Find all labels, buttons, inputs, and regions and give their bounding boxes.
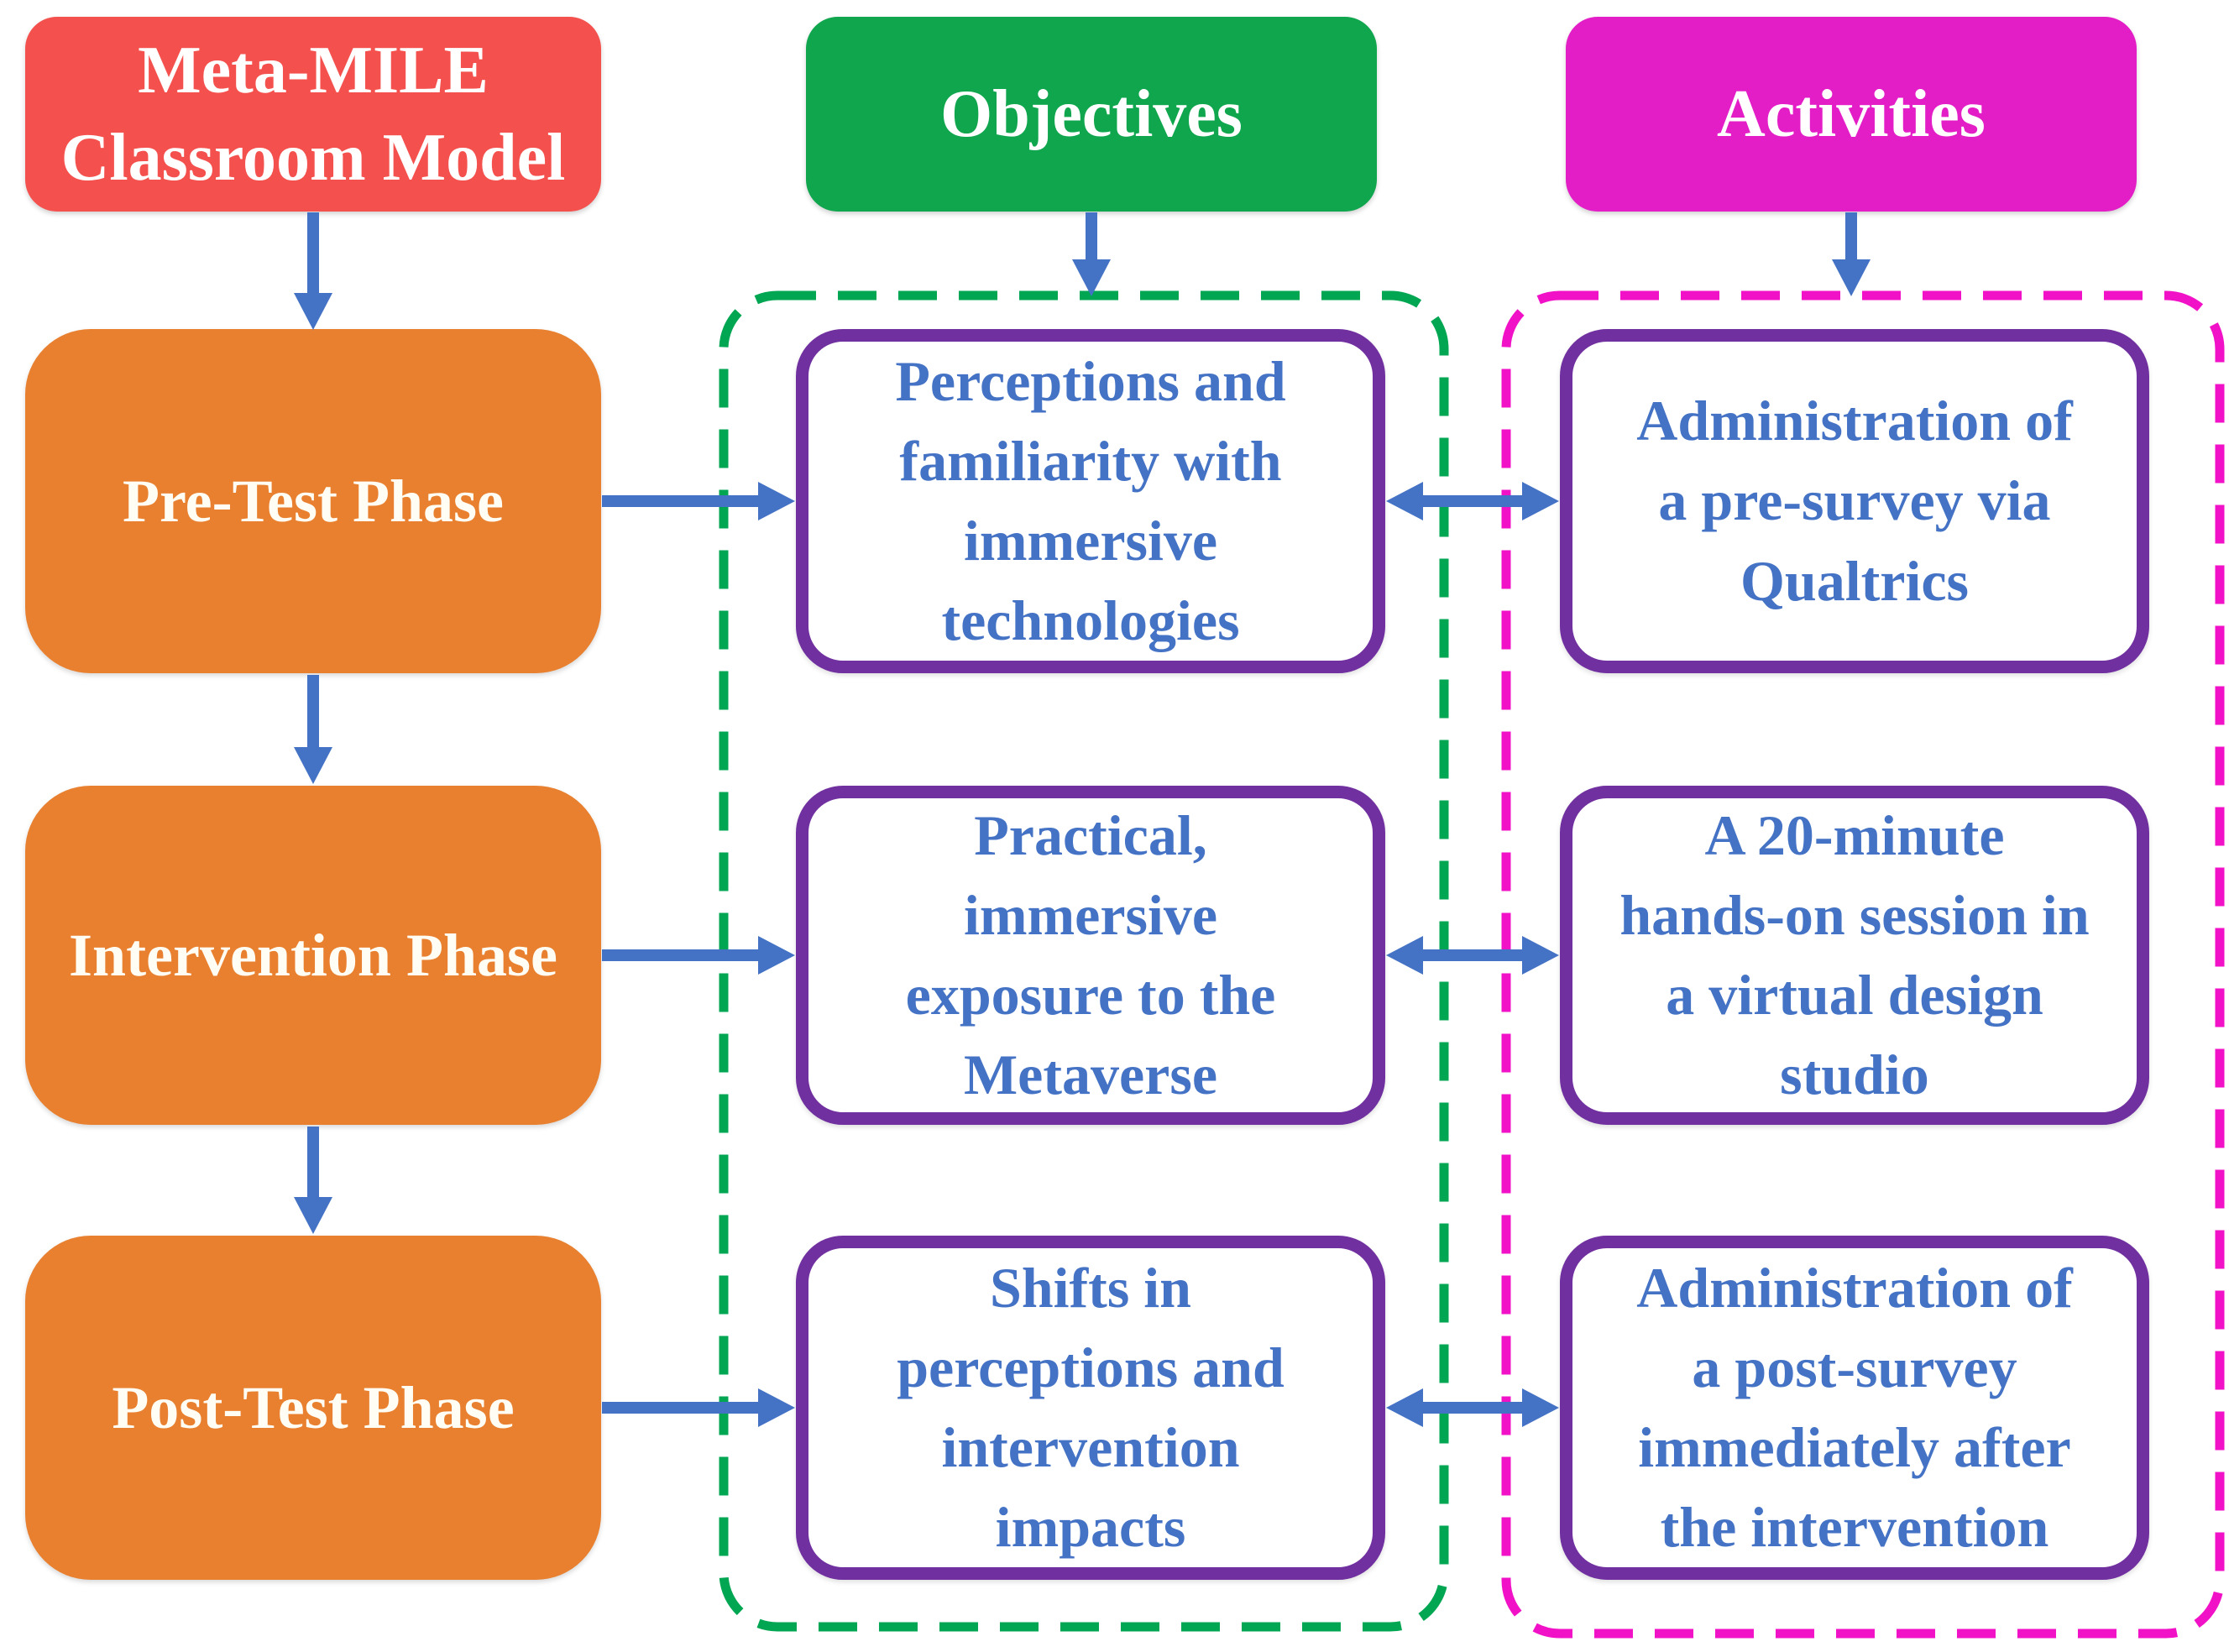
arrow-right-intervention-to-objective-icon (602, 936, 795, 975)
arrow-double-objective-activity-row3-icon (1386, 1388, 1559, 1427)
arrow-down-objectives-to-group-icon (1072, 212, 1111, 296)
objective-box-row2: Practical, immersive exposure to the Met… (796, 786, 1385, 1125)
phase-box-pre-test: Pre-Test Phase (25, 329, 601, 673)
phase-box-intervention: Intervention Phase (25, 786, 601, 1125)
arrow-right-posttest-to-objective-icon (602, 1388, 795, 1427)
arrow-down-intervention-to-posttest-icon (294, 1127, 332, 1234)
header-meta-mile-classroom-model: Meta-MILE Classroom Model (25, 17, 601, 212)
objective-box-row3: Shifts in perceptions and intervention i… (796, 1236, 1385, 1580)
phase-box-post-test: Post-Test Phase (25, 1236, 601, 1580)
header-objectives: Objectives (806, 17, 1377, 212)
arrow-right-pretest-to-objective-icon (602, 482, 795, 520)
activity-box-row2: A 20-minute hands-on session in a virtua… (1560, 786, 2149, 1125)
arrow-down-pretest-to-intervention-icon (294, 675, 332, 784)
activities-group-outline (1501, 290, 2225, 1639)
arrow-down-model-to-pretest-icon (294, 212, 332, 330)
objective-box-row1: Perceptions and familiarity with immersi… (796, 329, 1385, 673)
activity-box-row1: Administration of a pre-survey via Qualt… (1560, 329, 2149, 673)
arrow-double-objective-activity-row1-icon (1386, 482, 1559, 520)
activity-box-row3: Administration of a post-survey immediat… (1560, 1236, 2149, 1580)
arrow-down-activities-to-group-icon (1832, 212, 1871, 296)
objectives-group-outline (719, 290, 1449, 1632)
header-activities: Activities (1566, 17, 2137, 212)
arrow-double-objective-activity-row2-icon (1386, 936, 1559, 975)
